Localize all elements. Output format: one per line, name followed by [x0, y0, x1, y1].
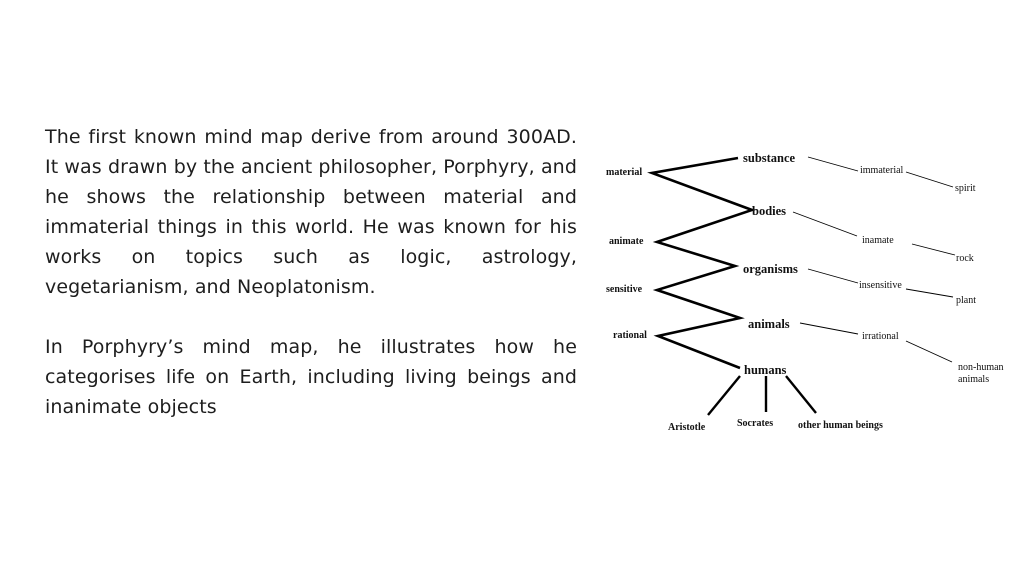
- paragraph-porphyry-map: In Porphyry’s mind map, he illustrates h…: [45, 336, 577, 418]
- branch-insensitive-plant: [905, 288, 954, 298]
- example-nonhuman-animals: non-human animals: [958, 362, 1006, 385]
- example-rock: rock: [956, 253, 974, 264]
- paragraph-intro: The first known mind map derive from aro…: [45, 126, 577, 298]
- branch-animals-irrational: [799, 322, 859, 335]
- node-animals: animals: [748, 317, 790, 331]
- left-material: material: [606, 167, 642, 178]
- individual-socrates: Socrates: [737, 418, 773, 429]
- right-immaterial: immaterial: [860, 165, 904, 176]
- node-substance: substance: [743, 151, 796, 165]
- right-insensitive: insensitive: [859, 280, 902, 291]
- node-organisms: organisms: [743, 262, 798, 276]
- porphyry-tree-svg: substance bodies organisms animals human…: [606, 151, 1006, 433]
- right-irrational: irrational: [862, 331, 899, 342]
- branch-irrational-nonhuman: [905, 340, 953, 363]
- individual-other-human-beings: other human beings: [798, 420, 883, 431]
- description-text: The first known mind map derive from aro…: [45, 122, 577, 422]
- node-bodies: bodies: [752, 204, 786, 218]
- right-inamate: inamate: [862, 235, 894, 246]
- example-plant: plant: [956, 295, 976, 306]
- individual-aristotle: Aristotle: [668, 422, 706, 433]
- branch-inamate-rock: [911, 243, 956, 256]
- branch-humans-others: [785, 375, 817, 414]
- porphyry-tree-diagram: substance bodies organisms animals human…: [600, 140, 1020, 440]
- branch-substance-immaterial: [807, 156, 859, 172]
- trunk-zigzag: [647, 156, 756, 370]
- example-spirit: spirit: [955, 183, 976, 194]
- branch-immaterial-spirit: [905, 171, 954, 188]
- branch-organisms-insensitive: [807, 268, 859, 284]
- left-sensitive: sensitive: [606, 284, 643, 295]
- branch-humans-aristotle: [707, 375, 741, 416]
- left-animate: animate: [609, 236, 644, 247]
- branch-bodies-inamate: [792, 211, 858, 237]
- node-humans: humans: [744, 363, 787, 377]
- left-rational: rational: [613, 330, 647, 341]
